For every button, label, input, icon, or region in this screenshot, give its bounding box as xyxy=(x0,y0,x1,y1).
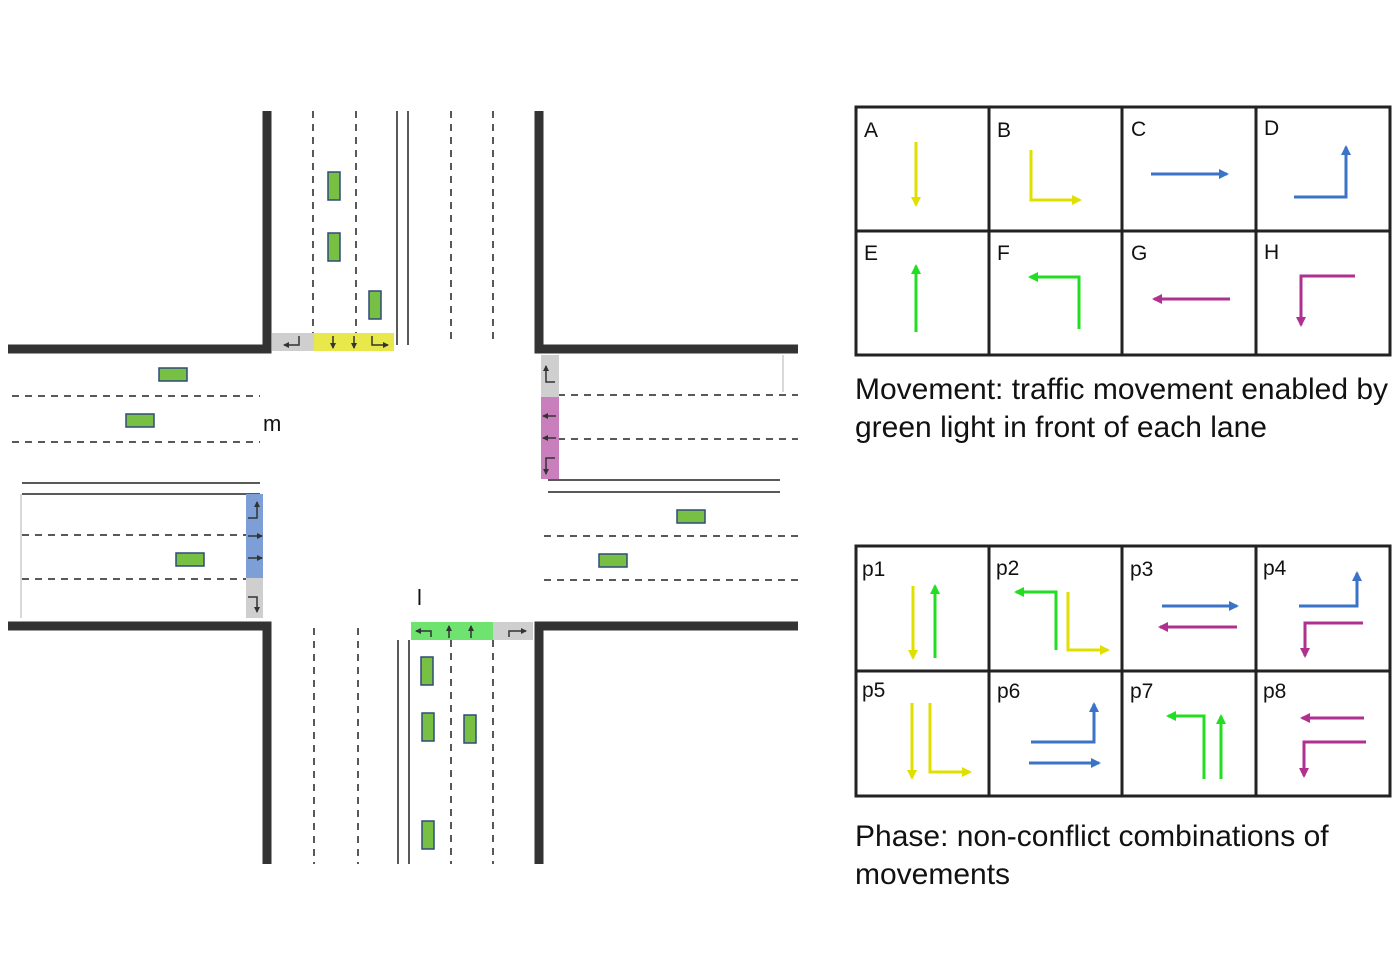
vehicle xyxy=(175,552,205,567)
north-right-turn-arrow-icon xyxy=(283,336,300,348)
vehicle xyxy=(421,820,435,850)
phase-caption: Phase: non-conflict combinations of move… xyxy=(855,820,1329,891)
movement-label: C xyxy=(1131,118,1146,141)
phase-grid: p1 p2 p3 p4 p5 p6 xyxy=(854,544,1392,798)
west-road-lanes xyxy=(12,395,260,618)
south-road-lanes xyxy=(313,628,494,864)
label-l: l xyxy=(417,585,422,610)
movement-cell-f: F xyxy=(997,242,1081,329)
vehicle xyxy=(327,232,341,262)
movement-cell-h: H xyxy=(1264,241,1355,327)
movement-cell-g: G xyxy=(1131,242,1230,304)
vehicle xyxy=(368,290,382,320)
east-road-lanes xyxy=(544,355,798,581)
south-left-turn-arrow-icon xyxy=(415,628,432,637)
right-then-up-arrow-icon xyxy=(1294,145,1351,199)
vehicle xyxy=(125,413,155,428)
movement-label: B xyxy=(997,119,1011,142)
phase-cell-p4: p4 xyxy=(1263,557,1363,658)
west-right-turn-arrow-icon xyxy=(248,596,260,613)
left-then-down-arrow-icon xyxy=(1296,274,1355,327)
curb-top-left xyxy=(8,111,272,354)
movement-label: E xyxy=(864,242,878,265)
phase-cell-p7: p7 xyxy=(1130,680,1226,779)
right-then-up-arrow-icon xyxy=(1031,702,1099,744)
label-m: m xyxy=(263,411,281,436)
movement-label: H xyxy=(1264,241,1279,264)
phase-cell-p8: p8 xyxy=(1263,680,1366,778)
right-then-up-arrow-icon xyxy=(1299,571,1362,608)
phase-label: p8 xyxy=(1263,680,1286,703)
vehicle xyxy=(598,553,628,568)
movement-grid: A B C D E F G xyxy=(854,105,1392,357)
movement-cell-a: A xyxy=(864,119,921,207)
phase-cell-p2: p2 xyxy=(996,557,1110,655)
vehicle xyxy=(421,712,435,742)
left-then-down-arrow-icon xyxy=(1300,621,1363,658)
phase-cell-p1: p1 xyxy=(862,558,940,660)
phase-label: p6 xyxy=(997,680,1020,703)
phase-label: p3 xyxy=(1130,558,1153,581)
curbs xyxy=(8,111,798,864)
lane-arrows xyxy=(248,336,556,638)
up-then-left-arrow-icon xyxy=(1014,587,1058,650)
vehicle xyxy=(676,509,706,524)
vehicle xyxy=(158,367,188,382)
up-then-left-arrow-icon xyxy=(1028,272,1081,329)
phase-cell-p6: p6 xyxy=(997,680,1101,768)
movement-cell-b: B xyxy=(997,119,1082,205)
curb-top-right xyxy=(534,111,798,354)
east-left-turn-arrow-icon xyxy=(543,457,555,475)
phase-label: p5 xyxy=(862,679,885,702)
west-right-turn-band xyxy=(246,578,263,618)
intersection: m l xyxy=(8,111,798,864)
movement-label: G xyxy=(1131,242,1147,265)
movement-label: F xyxy=(997,242,1010,265)
down-then-right-arrow-icon xyxy=(1029,150,1082,205)
phase-label: p4 xyxy=(1263,557,1287,580)
north-right-turn-band xyxy=(272,333,314,351)
phase-label: p7 xyxy=(1130,680,1153,703)
movement-label: D xyxy=(1264,117,1279,140)
down-then-right-arrow-icon xyxy=(928,703,972,777)
vehicle xyxy=(327,171,341,201)
movement-cell-d: D xyxy=(1264,117,1351,199)
up-then-left-arrow-icon xyxy=(1166,711,1206,779)
phase-cell-p5: p5 xyxy=(862,679,972,780)
vehicle xyxy=(420,656,434,686)
movement-label: A xyxy=(864,119,878,142)
signal-bands xyxy=(246,333,559,640)
vehicles xyxy=(125,171,706,850)
movement-cell-c: C xyxy=(1131,118,1229,179)
vehicle xyxy=(463,714,477,744)
phase-label: p2 xyxy=(996,557,1019,580)
south-right-turn-arrow-icon xyxy=(508,628,527,637)
north-left-turn-arrow-icon xyxy=(371,336,389,348)
east-right-turn-arrow-icon xyxy=(543,365,555,383)
curb-bottom-left xyxy=(8,621,272,864)
curb-bottom-right xyxy=(534,621,798,864)
left-then-down-arrow-icon xyxy=(1299,740,1366,778)
movement-cell-e: E xyxy=(864,242,921,332)
movement-caption: Movement: traffic movement enabled by gr… xyxy=(855,373,1389,444)
east-right-turn-band xyxy=(541,355,559,397)
phase-label: p1 xyxy=(862,558,885,581)
north-road-lanes xyxy=(312,111,494,345)
phase-cell-p3: p3 xyxy=(1130,558,1239,632)
west-left-turn-arrow-icon xyxy=(248,501,260,519)
down-then-right-arrow-icon xyxy=(1066,592,1110,655)
